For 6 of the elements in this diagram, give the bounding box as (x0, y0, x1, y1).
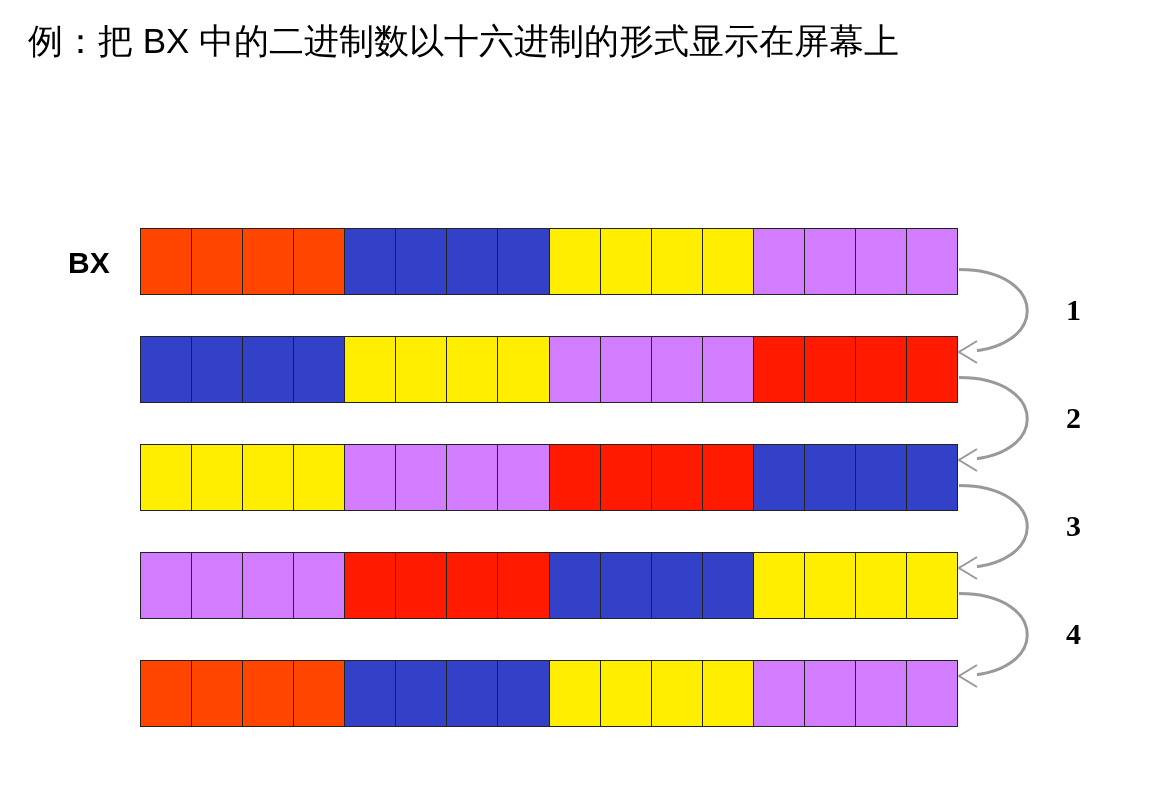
curved-arrow (958, 484, 1029, 579)
curved-arrow (958, 268, 1029, 363)
curved-arrow (958, 376, 1029, 471)
register-label: BX (68, 246, 110, 280)
curved-arrow (958, 592, 1029, 687)
title: 例：把 BX 中的二进制数以十六进制的形式显示在屏幕上 (28, 20, 900, 62)
